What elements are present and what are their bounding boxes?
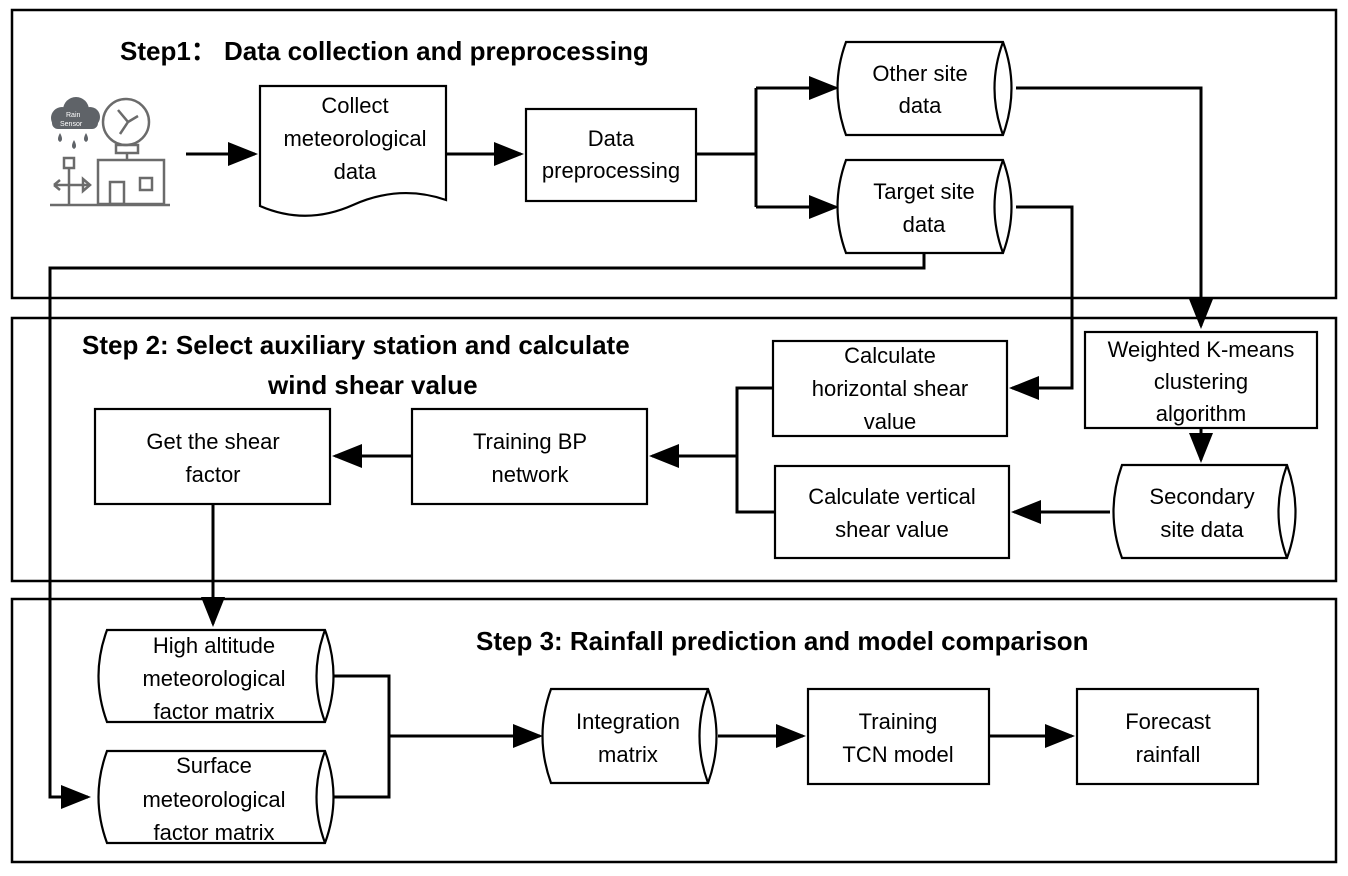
horizontal-label-1: Calculate <box>844 343 936 368</box>
shear-factor-label-2: factor <box>185 462 240 487</box>
integration-matrix-node: Integration matrix <box>541 687 718 785</box>
integration-label-1: Integration <box>576 709 680 734</box>
tcn-label-2: TCN model <box>842 742 953 767</box>
secondary-site-data-node: Secondary site data <box>1112 463 1297 560</box>
kmeans-label-1: Weighted K-means <box>1108 337 1295 362</box>
sensor-label: Sensor <box>60 121 83 128</box>
horizontal-label-2: horizontal shear <box>812 376 969 401</box>
line-matrix-merge <box>333 674 391 799</box>
calculate-vertical-shear-node: Calculate vertical shear value <box>773 464 1011 560</box>
surface-matrix-node: Surface meteorological factor matrix <box>97 749 335 845</box>
forecast-rainfall-node: Forecast rainfall <box>1075 687 1260 786</box>
high-alt-label-3: factor matrix <box>153 699 274 724</box>
secondary-label-2: site data <box>1160 517 1244 542</box>
step2-title-line2: wind shear value <box>267 370 478 400</box>
bp-label-1: Training BP <box>473 429 587 454</box>
calculate-horizontal-shear-node: Calculate horizontal shear value <box>771 339 1009 438</box>
forecast-label-2: rainfall <box>1136 742 1201 767</box>
get-shear-factor-node: Get the shear factor <box>93 407 332 506</box>
kmeans-label-3: algorithm <box>1156 401 1246 426</box>
step2-title-line1: Step 2: Select auxiliary station and cal… <box>82 330 630 360</box>
data-preprocessing-node: Data preprocessing <box>524 107 698 203</box>
preprocess-label-2: preprocessing <box>542 158 680 183</box>
collect-meteorological-data-node: Collect meteorological data <box>258 84 448 217</box>
collect-label-2: meteorological <box>283 126 426 151</box>
step3-title: Step 3: Rainfall prediction and model co… <box>476 626 1089 656</box>
training-tcn-node: Training TCN model <box>806 687 991 786</box>
collect-label-1: Collect <box>321 93 388 118</box>
other-site-data-node: Other site data <box>836 40 1013 137</box>
shear-factor-label-1: Get the shear <box>146 429 279 454</box>
arrow-target-to-horizontal <box>1009 205 1074 400</box>
weighted-kmeans-node: Weighted K-means clustering algorithm <box>1083 330 1319 430</box>
connectors <box>48 76 1213 809</box>
secondary-label-1: Secondary <box>1149 484 1254 509</box>
high-alt-label-2: meteorological <box>142 666 285 691</box>
surface-label-3: factor matrix <box>153 820 274 845</box>
line-shear-merge <box>735 386 775 514</box>
other-site-label-2: data <box>899 93 943 118</box>
horizontal-label-3: value <box>864 409 917 434</box>
step2-frame <box>10 316 1338 583</box>
preprocess-label-1: Data <box>588 126 635 151</box>
step3-frame <box>10 597 1338 864</box>
high-altitude-matrix-node: High altitude meteorological factor matr… <box>97 628 335 724</box>
arrow-other-site-to-kmeans <box>1016 86 1213 329</box>
target-site-label-1: Target site <box>873 179 975 204</box>
surface-label-1: Surface <box>176 753 252 778</box>
forecast-label-1: Forecast <box>1125 709 1211 734</box>
vertical-label-1: Calculate vertical <box>808 484 976 509</box>
step1-frame <box>10 8 1338 300</box>
rain-label: Rain <box>66 112 81 119</box>
arrow-target-to-surface <box>48 253 926 809</box>
vertical-label-2: shear value <box>835 517 949 542</box>
target-site-data-node: Target site data <box>836 158 1013 255</box>
tcn-label-1: Training <box>859 709 938 734</box>
other-site-label-1: Other site <box>872 61 967 86</box>
surface-label-2: meteorological <box>142 787 285 812</box>
rain-sensor-weather-station-icon: Rain Sensor <box>50 97 170 207</box>
bp-label-2: network <box>491 462 569 487</box>
high-alt-label-1: High altitude <box>153 633 275 658</box>
kmeans-label-2: clustering <box>1154 369 1248 394</box>
collect-label-3: data <box>334 159 378 184</box>
integration-label-2: matrix <box>598 742 658 767</box>
target-site-label-2: data <box>903 212 947 237</box>
step1-title: Step1： Data collection and preprocessing <box>120 36 649 66</box>
training-bp-network-node: Training BP network <box>410 407 649 506</box>
